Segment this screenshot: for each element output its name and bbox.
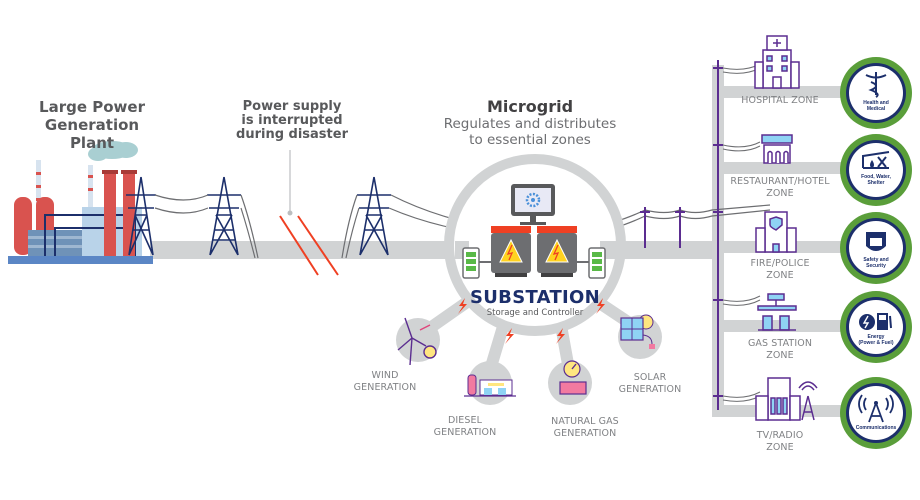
interruption-marker [279, 150, 339, 276]
badge-line: Security [866, 263, 886, 269]
gas-meter-icon [559, 360, 587, 395]
label-line: ZONE [766, 270, 794, 281]
badge-health-label: Health and Medical [851, 100, 901, 112]
label-line: RESTAURANT/HOTEL [730, 176, 830, 187]
note-line: during disaster [236, 127, 348, 142]
badge-energy-label: Energy (Power & Fuel) [851, 334, 901, 346]
diesel-label: DIESEL GENERATION [425, 415, 505, 439]
label-line: WIND [371, 370, 399, 381]
wind-turbine-icon [397, 317, 437, 366]
diesel-generator-icon [464, 374, 516, 397]
wind-label: WIND GENERATION [345, 370, 425, 394]
shelter-icon [862, 151, 890, 169]
microgrid-title: Microgrid [486, 97, 574, 116]
note-line: Power supply [242, 99, 342, 114]
restaurant-icon [761, 134, 793, 164]
label-line: TV/RADIO [756, 430, 804, 441]
label-line: FIRE/POLICE [750, 258, 810, 269]
microgrid-subtitle: to essential zones [469, 132, 591, 148]
label-line: ZONE [766, 188, 794, 199]
fire-police-zone-label: FIRE/POLICE ZONE [730, 258, 830, 282]
gas-station-icon [757, 293, 797, 331]
transmission-tower-2 [207, 176, 241, 256]
badge-line: Energy [867, 334, 885, 340]
broadcast-building-icon [755, 377, 818, 421]
label-line: SOLAR [633, 372, 667, 383]
badge-line: Health and [863, 100, 889, 106]
badge-line: (Power & Fuel) [858, 340, 894, 346]
interruption-note: Power supply is interrupted during disas… [232, 100, 352, 142]
label-line: ZONE [766, 442, 794, 453]
label-line: GAS STATION [747, 338, 813, 349]
hospital-icon [754, 35, 800, 89]
fuel-pump-icon [877, 313, 888, 330]
badge-line: Food, Water, [861, 174, 891, 180]
badge-line: Shelter [867, 180, 885, 186]
microgrid-subtitle: Regulates and distributes [443, 116, 617, 132]
substation-subtitle: Storage and Controller [486, 308, 584, 318]
transmission-tower-3 [357, 176, 391, 256]
label-line: HOSPITAL ZONE [741, 95, 819, 106]
label-line: GENERATION [618, 384, 682, 395]
police-station-icon [755, 211, 797, 253]
distribution-poles [640, 60, 723, 410]
microgrid-heading: Microgrid Regulates and distributes to e… [430, 97, 630, 149]
badge-line: Medical [866, 106, 886, 112]
badge-line: Safety and [863, 257, 889, 263]
battery-right-icon [577, 247, 606, 279]
transformer-icon [491, 226, 577, 277]
lightning-icons [458, 298, 605, 344]
solar-label: SOLAR GENERATION [610, 372, 690, 396]
label-line: GENERATION [353, 382, 417, 393]
badge-safety [840, 212, 912, 284]
label-line: GENERATION [433, 427, 497, 438]
solar-panel-icon [620, 314, 655, 349]
badge-energy [840, 291, 912, 363]
label-line: GENERATION [553, 428, 617, 439]
label-line: DIESEL [447, 415, 483, 426]
label-line: NATURAL GAS [551, 416, 619, 427]
badge-communications [840, 377, 912, 449]
plant-title-line: Large Power [39, 98, 145, 116]
antenna-icon [858, 394, 894, 423]
badge-food-label: Food, Water, Shelter [851, 174, 901, 186]
plant-title: Large Power Generation Plant [22, 98, 162, 152]
battery-left-icon [462, 247, 491, 279]
badge-line: Communications [855, 425, 897, 431]
badge-food [840, 134, 912, 206]
natural-gas-label: NATURAL GAS GENERATION [540, 416, 630, 440]
hospital-zone-label: HOSPITAL ZONE [730, 95, 830, 107]
badge-health [840, 57, 912, 129]
badge-communications-label: Communications [851, 425, 901, 431]
restaurant-zone-label: RESTAURANT/HOTEL ZONE [725, 176, 835, 200]
transmission-tower-1 [126, 176, 156, 256]
tv-radio-zone-label: TV/RADIO ZONE [730, 430, 830, 454]
controller-monitor-icon [511, 184, 555, 225]
substation-label: SUBSTATION Storage and Controller [470, 287, 600, 318]
caduceus-icon [865, 72, 887, 98]
substation-title: SUBSTATION [470, 287, 601, 308]
plant-title-line: Generation Plant [44, 116, 140, 152]
badge-safety-label: Safety and Security [851, 257, 901, 269]
substation-circle [444, 154, 626, 336]
gas-station-zone-label: GAS STATION ZONE [730, 338, 830, 362]
note-line: is interrupted [241, 113, 343, 128]
label-line: ZONE [766, 350, 794, 361]
